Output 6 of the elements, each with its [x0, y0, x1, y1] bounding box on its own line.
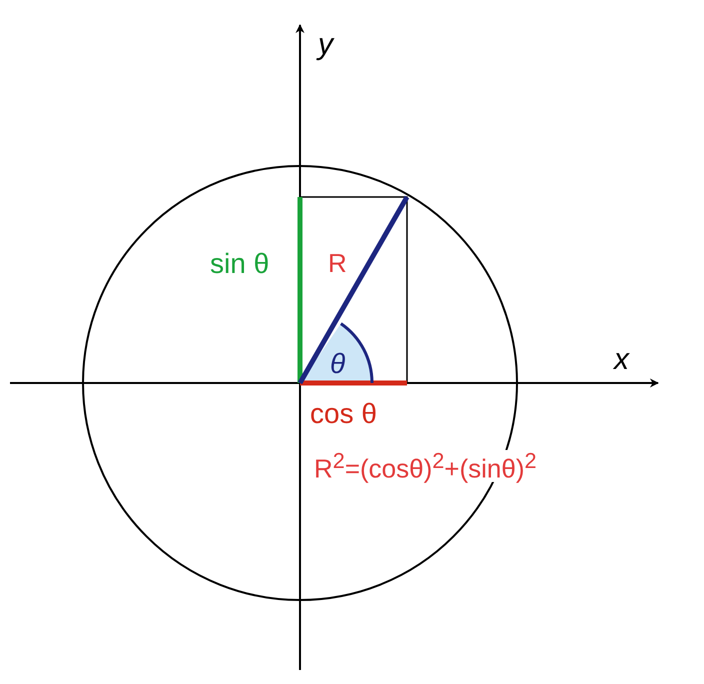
radius-label: R	[328, 250, 347, 276]
axis-label: y	[318, 30, 333, 60]
angle-label: θ	[330, 350, 346, 378]
cosine-label: cos θ	[310, 400, 377, 428]
axis-label: x	[614, 345, 629, 375]
sine-label: sin θ	[210, 250, 270, 278]
